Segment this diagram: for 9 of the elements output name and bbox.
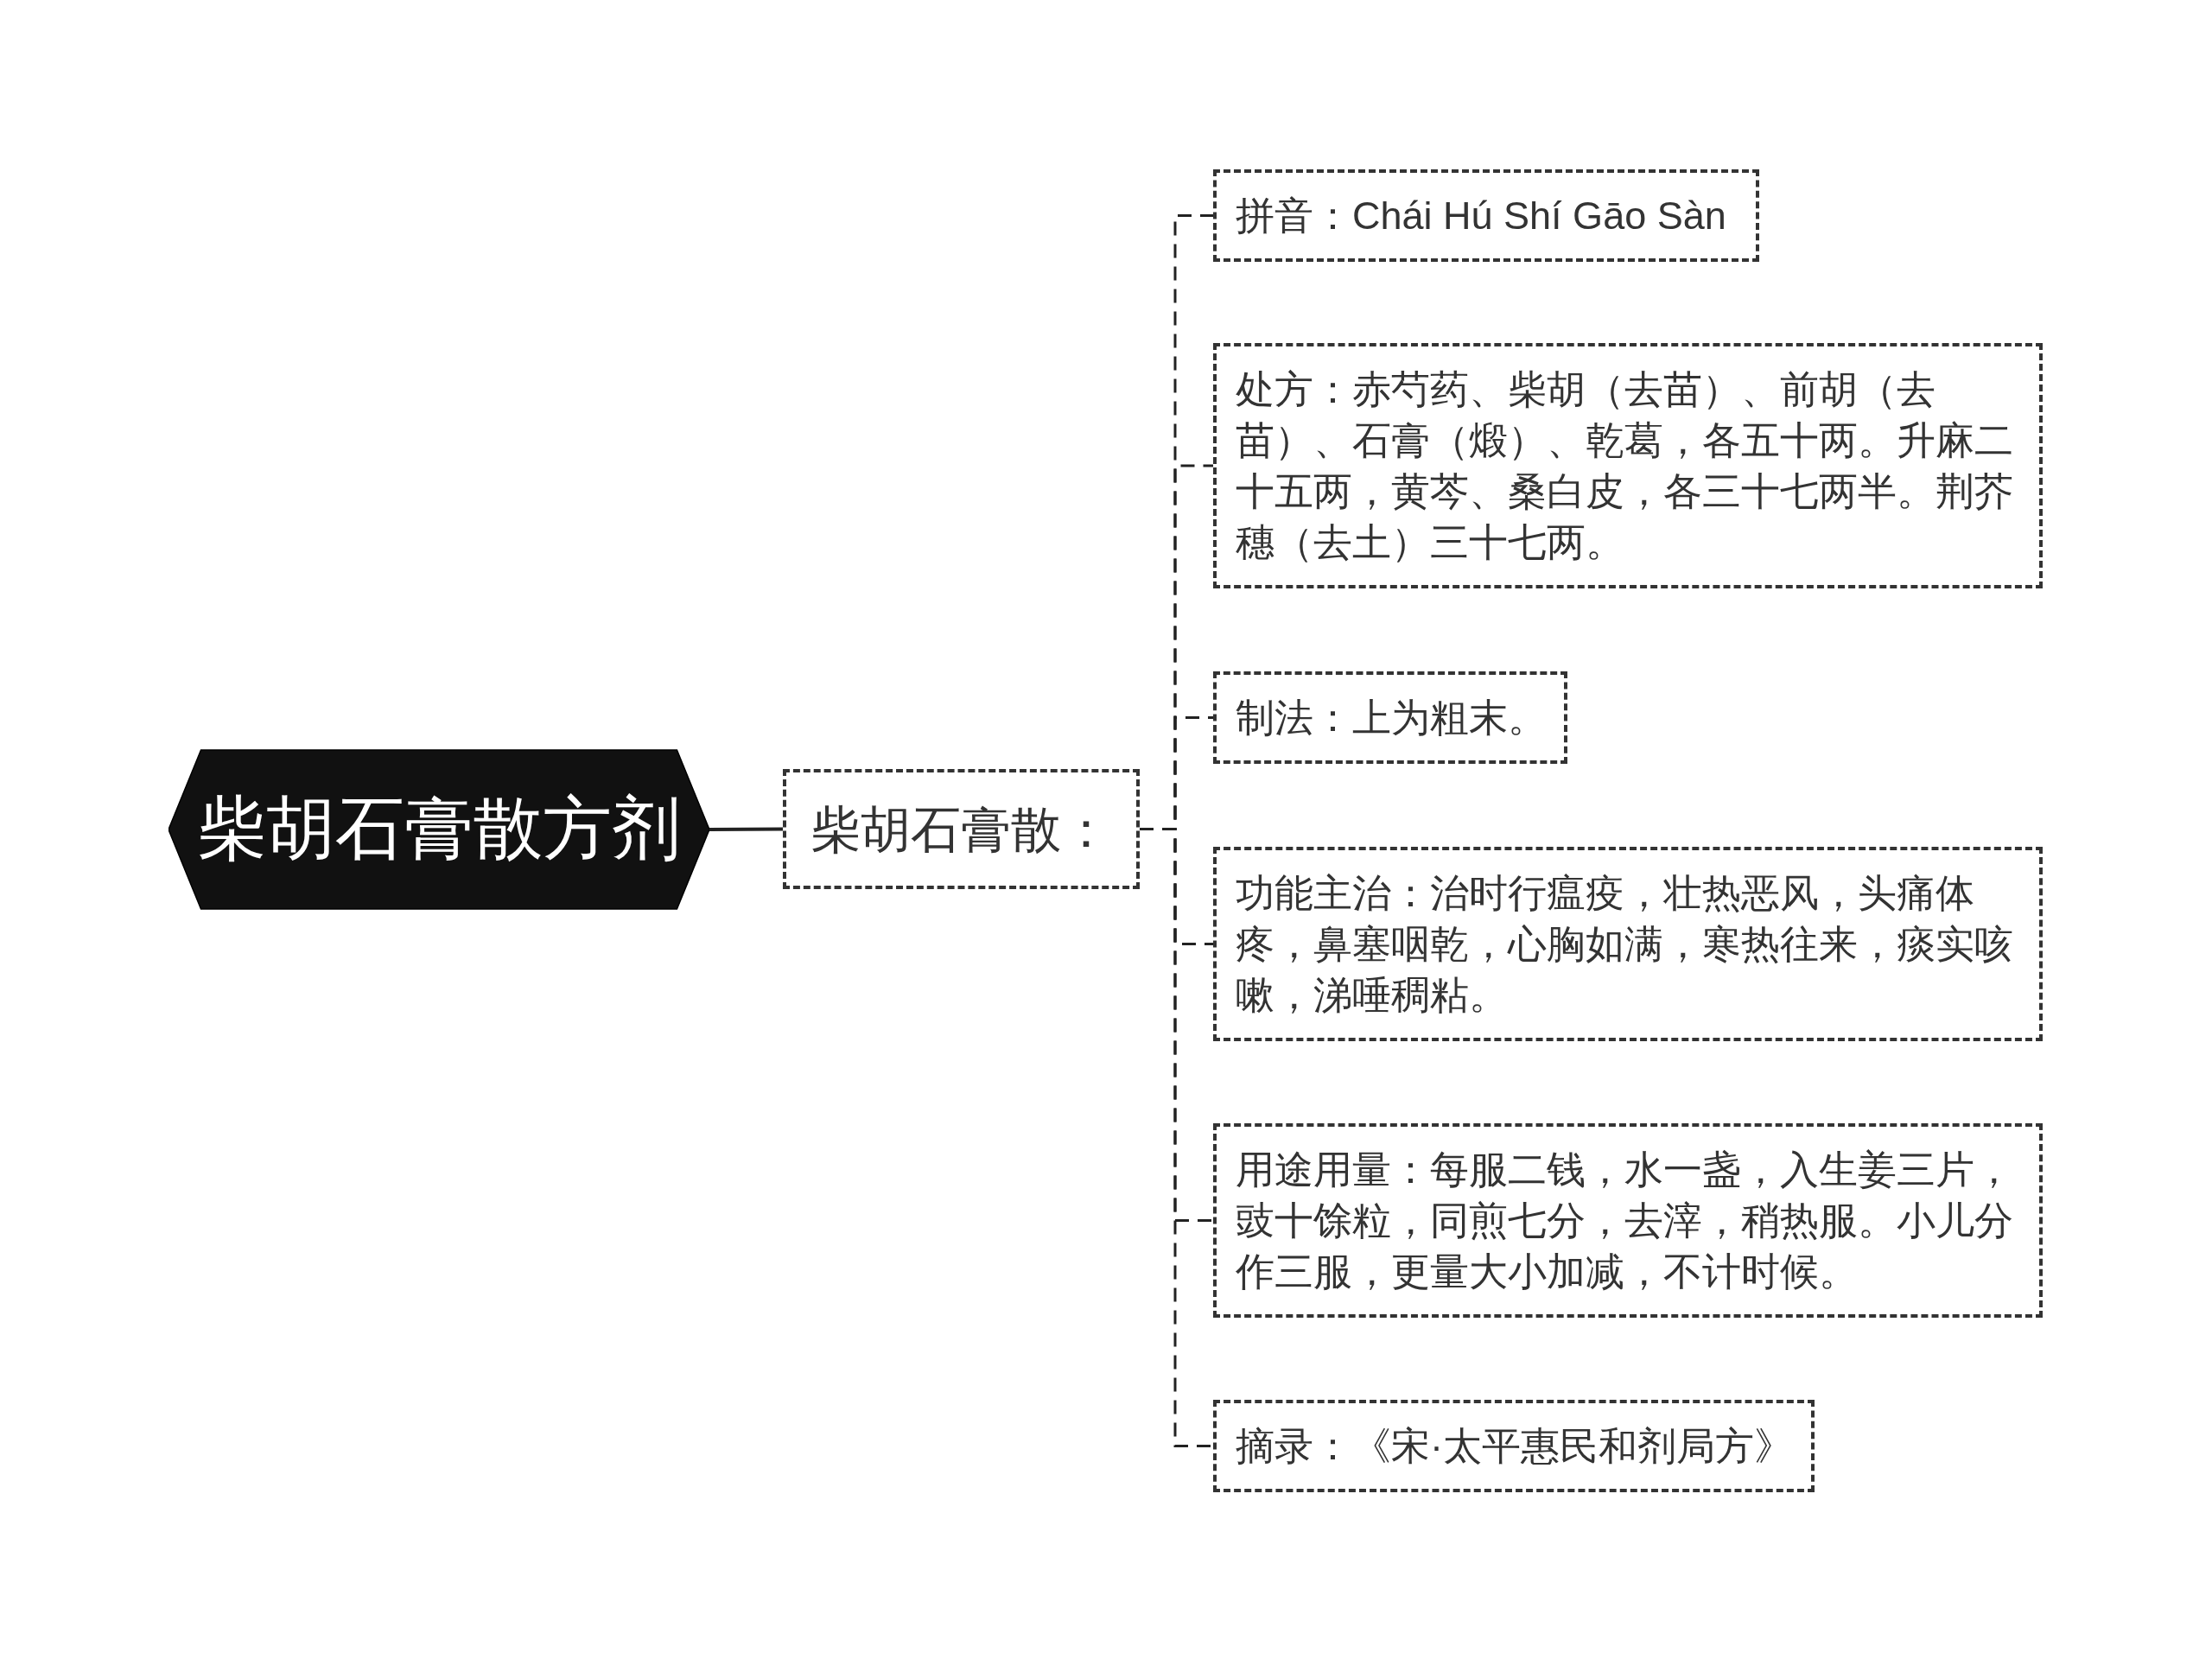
note-box: 功能主治：治时行瘟疫，壮热恶风，头痛体疼，鼻塞咽乾，心胸如满，寒热往来，痰实咳嗽，涕唾稠粘。 xyxy=(1213,847,2043,1041)
subtopic-box: 柴胡石膏散： xyxy=(783,769,1140,889)
topic-hexagon: 柴胡石膏散方剂 xyxy=(168,748,709,911)
note-box: 制法：上为粗末。 xyxy=(1213,671,1567,764)
connector-line xyxy=(709,827,783,831)
note-box: 处方：赤芍药、柴胡（去苗）、前胡（去苗）、石膏（煅）、乾葛，各五十两。升麻二十五两，黄芩、桑白皮，各三十七两半。荆芥穗（去土）三十七两。 xyxy=(1213,343,2043,588)
note-box: 拼音：Chái Hú Shí Gāo Sàn xyxy=(1213,169,1759,262)
note-box: 用途用量：每服二钱，水一盏，入生姜三片，豉十馀粒，同煎七分，去滓，稍热服。小儿分作三服，更量大小加减，不计时候。 xyxy=(1213,1123,2043,1318)
note-box: 摘录：《宋·太平惠民和剂局方》 xyxy=(1213,1400,1815,1492)
